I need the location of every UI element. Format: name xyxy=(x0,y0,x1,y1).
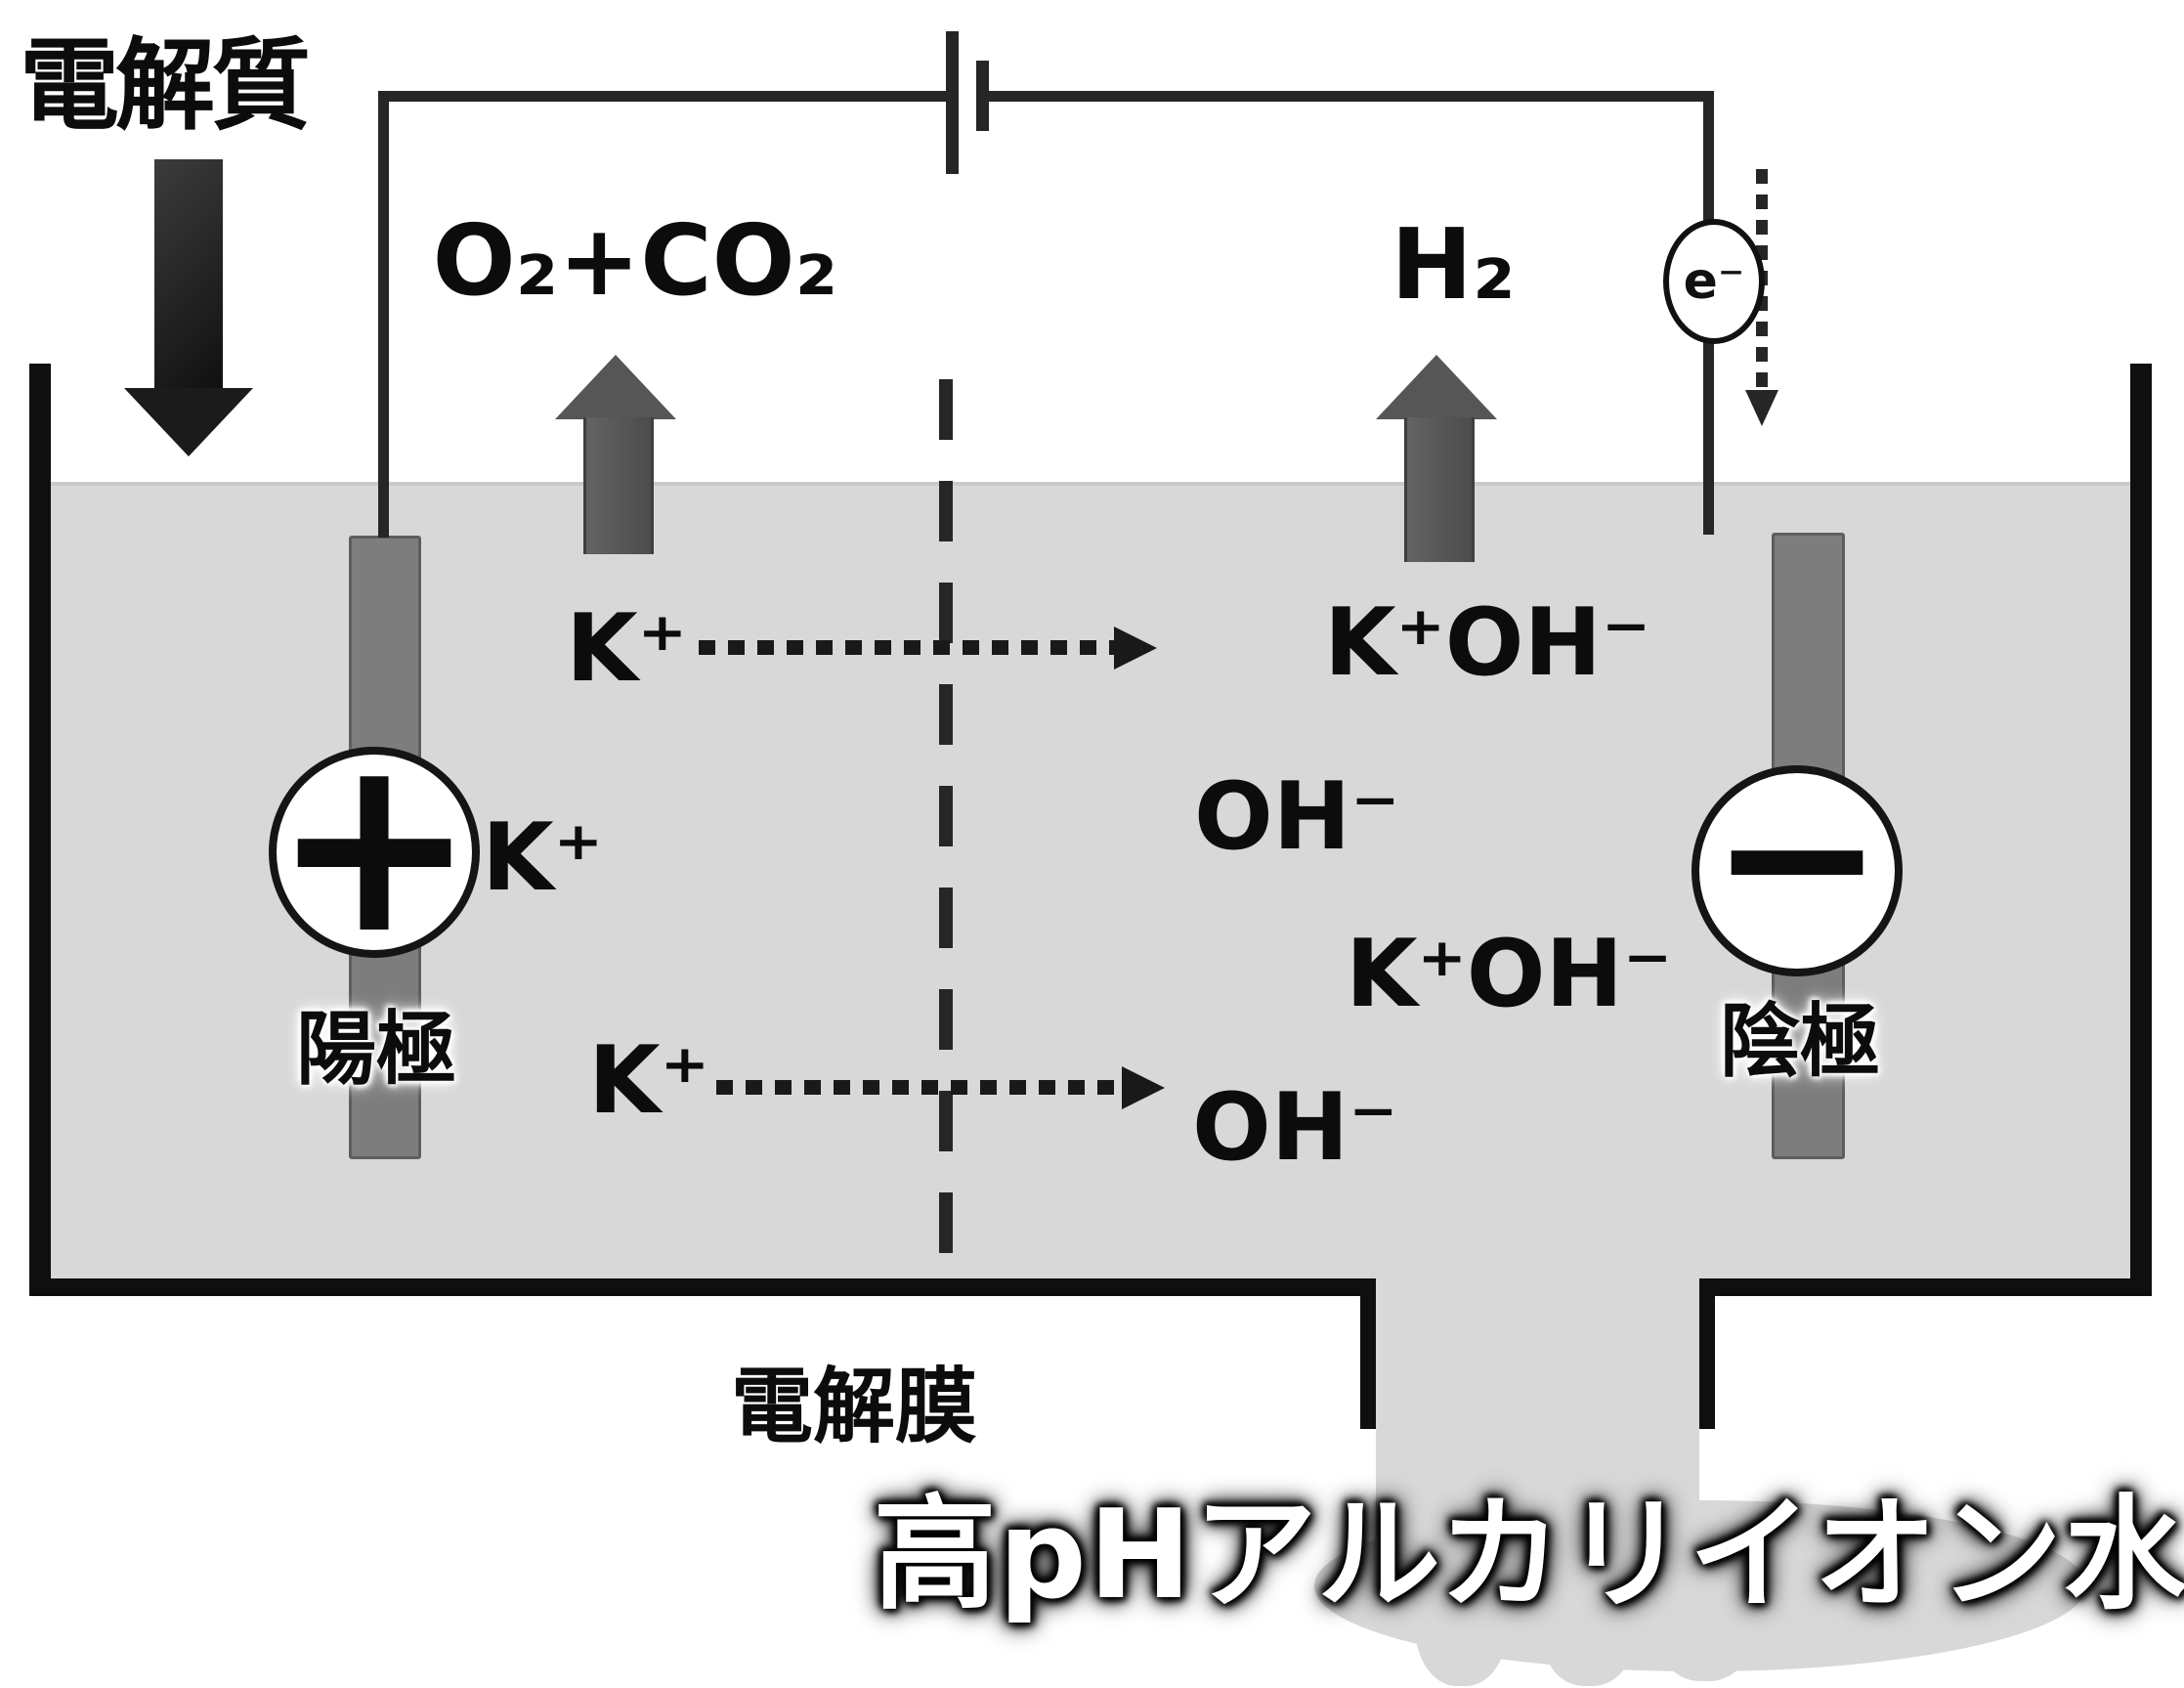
k-ion-arrow-top xyxy=(699,640,1114,655)
cathode-minus-circle: − xyxy=(1692,733,1903,978)
k-ion-label-middle: K⁺ xyxy=(482,804,603,912)
k-ion-label-top: K⁺ xyxy=(566,595,687,703)
k-ion-arrow-bottom xyxy=(716,1080,1122,1095)
electron-circle: e⁻ xyxy=(1663,219,1765,344)
anode-gas-label: O₂+CO₂ xyxy=(432,203,838,318)
hydrogen-gas-up-arrow xyxy=(1404,417,1475,562)
cathode-gas-label: H₂ xyxy=(1391,207,1516,322)
water-drip xyxy=(1415,1554,1508,1686)
membrane-label: 電解膜 xyxy=(731,1359,978,1454)
electrolyte-down-arrow xyxy=(154,159,223,390)
electron-label: e⁻ xyxy=(1683,252,1745,311)
minus-icon: − xyxy=(1708,733,1886,978)
electrolyte-label: 電解質 xyxy=(20,28,311,145)
tank-bottom-left xyxy=(29,1278,1376,1296)
membrane-dashed-line xyxy=(939,379,953,1296)
k-ion-label-bottom: K⁺ xyxy=(588,1027,709,1135)
output-water-label: 高pHアルカリイオン水 xyxy=(873,1483,2184,1626)
spout-right-wall xyxy=(1699,1278,1715,1429)
anode-wire xyxy=(378,91,389,538)
koh-label-top: K⁺OH⁻ xyxy=(1324,589,1651,697)
battery-short-plate xyxy=(976,61,989,131)
circuit-wire-top-right xyxy=(987,91,1710,102)
anode-label: 陽極 xyxy=(295,1003,457,1097)
tank-right-wall xyxy=(2130,364,2152,1296)
k-ion-arrow-bottom-head xyxy=(1122,1066,1165,1109)
spout-left-wall xyxy=(1360,1278,1376,1429)
oh-label-middle: OH⁻ xyxy=(1194,763,1400,871)
outflow-stream xyxy=(1376,1278,1699,1535)
electron-flow-arrow-head xyxy=(1745,390,1778,426)
cathode-wire-upper xyxy=(1703,91,1714,228)
electrolyte-down-arrow-head xyxy=(124,388,253,456)
plus-icon: + xyxy=(272,703,477,987)
battery-long-plate xyxy=(946,31,959,174)
oh-label-bottom: OH⁻ xyxy=(1192,1074,1398,1182)
anode-plus-circle: + xyxy=(269,703,480,987)
water-drip xyxy=(1542,1574,1635,1686)
water-drip xyxy=(1653,1554,1756,1681)
cathode-label: 陰極 xyxy=(1719,995,1881,1089)
tank-left-wall xyxy=(29,364,51,1296)
circuit-wire-top-left xyxy=(383,91,948,102)
hydrogen-gas-up-arrow-head xyxy=(1376,355,1497,419)
koh-label-middle: K⁺OH⁻ xyxy=(1346,921,1673,1028)
cathode-wire-lower xyxy=(1703,328,1714,535)
oxygen-gas-up-arrow-head xyxy=(555,355,676,419)
k-ion-arrow-top-head xyxy=(1114,627,1157,670)
tank-bottom-right xyxy=(1699,1278,2152,1296)
oxygen-gas-up-arrow xyxy=(583,417,654,554)
